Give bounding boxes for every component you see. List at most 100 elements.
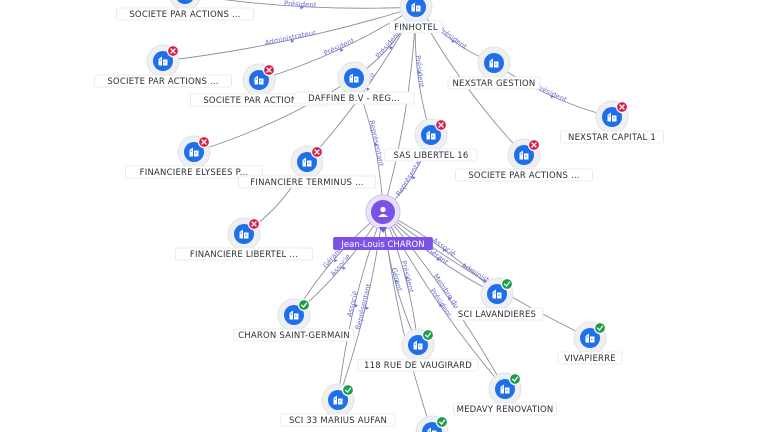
company-node[interactable]: SAS LIBERTEL 16 [384,118,478,162]
company-node[interactable]: MEDAVY RENOVATION [452,372,557,416]
company-node[interactable]: SOCIETE PAR ACTIONS ... [94,44,232,88]
edge-arrow-icon: ▸ [340,46,344,54]
building-icon [411,2,421,12]
company-label: MEDAVY RENOVATION [457,405,554,415]
building-icon [289,310,299,320]
building-window [240,232,242,234]
edge-label: Président [284,0,317,9]
node-label-bg [280,413,396,427]
company-node[interactable]: SCI LAVANDIERES [450,277,544,321]
building-window [290,313,292,315]
node-label-bg [452,402,557,416]
building-window [493,292,495,294]
building-icon [489,58,499,68]
company-node[interactable]: SOCIETE PAR ACTIONS ... [116,0,254,21]
building-window [498,294,500,296]
company-node[interactable]: NEXSTAR GESTION [447,46,541,90]
building-window [506,389,508,391]
check-icon [439,419,446,425]
person-node[interactable]: Jean-Louis CHARON [333,194,433,250]
active-badge-icon [500,277,514,291]
building-window [586,336,588,338]
company-label: SOCIETE PAR ACTIONS ... [468,171,579,181]
company-node[interactable]: 118 RUE DE VAUGIRARD [357,328,479,372]
node-label-bg [94,74,232,88]
building-icon [519,150,529,160]
person-label: Jean-Louis CHARON [340,240,424,250]
edge-arrow-icon: ▸ [367,85,371,93]
company-node[interactable]: FINANCIERE LIBERTEL ... [175,217,313,261]
building-window [520,153,522,155]
edge-arrow-icon: ▸ [448,295,452,303]
node-label-bg [238,175,376,189]
edge[interactable]: Président▸ [493,62,613,118]
building-window [190,150,192,152]
company-label: SAS LIBERTEL 16 [393,151,468,161]
edge-line [382,211,506,390]
edge-arrow-icon: ▸ [291,37,295,45]
company-node[interactable]: NEXSTAR CAPITAL 1 [560,100,665,144]
building-window [428,430,430,432]
building-window [245,234,247,236]
node-label-bg [560,130,665,144]
company-node[interactable]: SOCIETE PAR ACTIONS ... [190,63,328,107]
edge-line [162,6,417,62]
edge-line [382,211,506,390]
company-node[interactable]: VIVAPIERRE [557,321,623,365]
check-icon [504,281,511,287]
company-label: FINANCIERE LIBERTEL ... [190,250,298,260]
edge-arrow-icon: ▸ [375,141,379,149]
company-node[interactable]: FINANCIERE TERMINUS ... [238,145,376,189]
building-icon [302,157,312,167]
building-icon [189,147,199,157]
company-node[interactable]: SOCIETE PAR ACTIONS ... [455,138,593,182]
building-window [159,59,161,61]
node-label-bg [450,307,544,321]
node-label-bg [293,91,415,105]
edge-arrow-icon: ▸ [395,277,399,285]
pin-pointer [379,227,387,233]
node-label-bg [233,328,355,342]
building-window [427,133,429,135]
edge-arrow-icon: ▸ [300,3,304,11]
company-node[interactable]: FINHOTEL [389,0,443,34]
building-icon [426,130,436,140]
company-node[interactable]: DAFFINE B.V - REG... [293,61,415,105]
company-node[interactable] [415,415,449,432]
active-badge-icon [508,372,522,386]
building-window [339,400,341,402]
company-label: SOCIETE PAR ACTIONS ... [107,77,218,87]
edge-arrow-icon: ▸ [437,255,441,263]
building-icon [333,395,343,405]
building-icon [492,289,502,299]
edge-line [223,0,417,9]
node-label-bg [125,165,263,179]
edge[interactable]: Associé▸ [293,211,384,316]
building-window [334,398,336,400]
company-node[interactable]: FINANCIERE ELYSEES P... [125,135,263,179]
edge-arrow-icon: ▸ [418,69,422,77]
edge-line [337,211,384,401]
edge[interactable] [193,77,355,153]
cross-icon [314,149,320,155]
company-label: VIVAPIERRE [564,354,616,364]
check-icon [512,376,519,382]
cross-icon [251,221,257,227]
building-icon [500,384,510,394]
building-window [495,63,497,65]
edge-label: Président [414,55,426,89]
company-node[interactable]: CHARON SAINT-GERMAIN [233,298,355,342]
building-window [260,80,262,82]
edge-line [382,211,591,339]
building-window [303,160,305,162]
node-label-bg [389,20,443,34]
company-node[interactable]: SCI 33 MARIUS AUFAN [280,383,396,427]
cross-icon [266,67,272,73]
building-window [255,78,257,80]
company-label: DAFFINE B.V - REG... [308,94,400,104]
edge[interactable]: Président▸ [185,0,417,11]
active-badge-icon [421,328,435,342]
company-label: NEXSTAR CAPITAL 1 [568,133,656,143]
building-icon [585,333,595,343]
